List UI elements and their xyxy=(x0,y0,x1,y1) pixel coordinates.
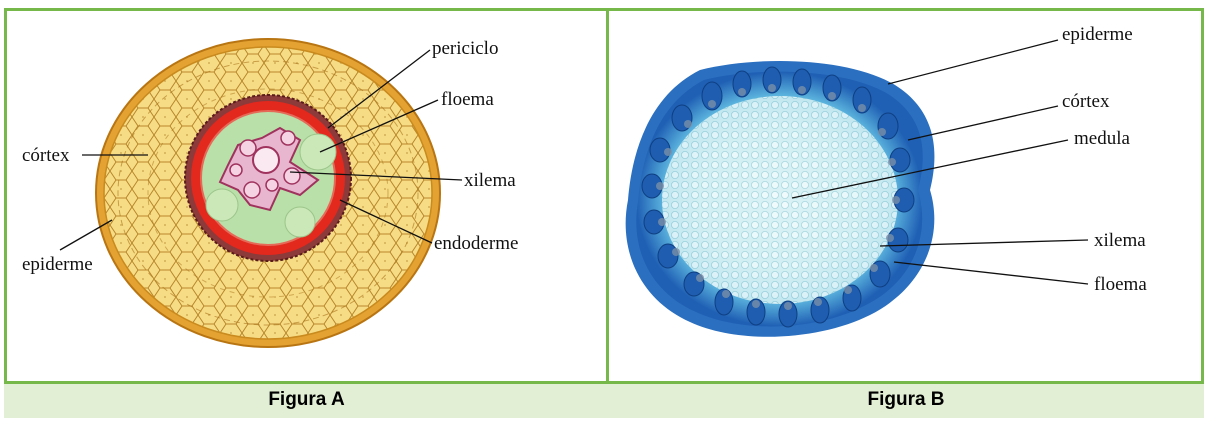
figure-b-stem-diagram: epiderme córtex medula xilema floema xyxy=(626,24,1148,337)
figure-a-root-diagram: periciclo floema córtex xilema endoderme… xyxy=(22,38,518,347)
label-b-medula: medula xyxy=(1074,128,1130,149)
label-b-floema: floema xyxy=(1094,274,1147,295)
label-b-cortex: córtex xyxy=(1062,91,1110,112)
label-b-epiderme: epiderme xyxy=(1062,24,1133,45)
label-a-epiderme: epiderme xyxy=(22,254,93,275)
label-a-periciclo: periciclo xyxy=(432,38,498,59)
label-a-xilema: xilema xyxy=(464,170,516,191)
label-b-xilema: xilema xyxy=(1094,230,1146,251)
label-a-endoderme: endoderme xyxy=(434,233,518,254)
root-phloem xyxy=(300,134,336,170)
label-a-cortex: córtex xyxy=(22,145,70,166)
label-a-floema: floema xyxy=(441,89,494,110)
